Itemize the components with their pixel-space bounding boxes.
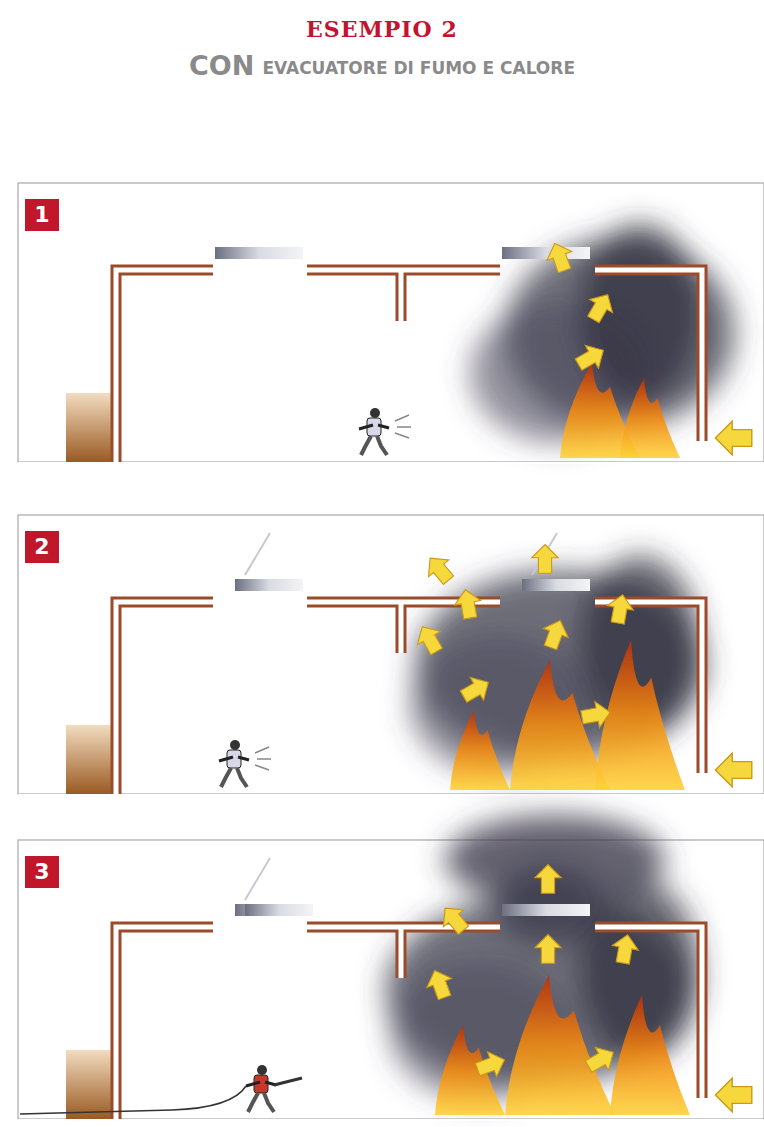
floor-mask <box>18 794 764 796</box>
flow-arrow <box>452 588 483 621</box>
panel-3 <box>18 815 764 1121</box>
wall <box>116 602 702 794</box>
flow-arrow <box>582 1041 620 1078</box>
flame <box>620 378 680 458</box>
flow-arrow <box>473 1047 509 1082</box>
person-arm <box>246 1082 260 1086</box>
flow-arrow <box>411 620 448 658</box>
flame <box>610 995 690 1115</box>
panel-frame <box>18 515 764 794</box>
vent <box>502 247 590 259</box>
vent-flap <box>245 858 270 900</box>
wall-inner <box>116 927 702 1119</box>
flame <box>510 660 610 790</box>
person-head <box>370 408 380 418</box>
motion-lines <box>255 747 271 770</box>
person-leg <box>264 1093 274 1112</box>
flow-arrow <box>715 753 751 787</box>
drawing-part <box>495 865 605 945</box>
panel-frame <box>18 183 764 462</box>
wall <box>116 270 702 462</box>
ground <box>66 1050 114 1119</box>
person-arm <box>238 757 249 760</box>
flow-arrow <box>605 593 636 626</box>
person-leg <box>361 436 371 455</box>
panel-2 <box>18 515 764 796</box>
drawing-part <box>580 223 700 403</box>
callout-number: 2 <box>25 531 59 563</box>
vent <box>522 579 590 591</box>
flow-arrow <box>610 933 641 966</box>
flame <box>450 710 510 790</box>
wall-inner <box>116 270 702 462</box>
person-arm <box>359 425 373 429</box>
person-arm <box>219 757 233 761</box>
flow-arrow <box>538 616 573 652</box>
wall <box>116 927 702 1119</box>
subtitle-word: CON <box>189 50 254 81</box>
ground <box>66 393 114 462</box>
vent <box>502 904 590 916</box>
ground <box>66 725 114 794</box>
flow-arrow <box>532 545 558 574</box>
vent <box>245 904 313 916</box>
subtitle: EVACUATORE DI FUMO E CALORE <box>262 58 575 78</box>
flow-arrow <box>580 699 613 730</box>
hose-nozzle <box>274 1078 302 1085</box>
vent <box>235 579 303 591</box>
flow-arrow <box>435 900 474 939</box>
flame <box>505 975 615 1115</box>
flow-arrow <box>457 671 495 708</box>
wall-inner <box>116 602 702 794</box>
person-leg <box>237 768 247 787</box>
person-leg <box>248 1093 258 1112</box>
hose <box>20 1086 246 1114</box>
callout-number: 1 <box>25 199 59 231</box>
callout-number: 3 <box>25 856 59 888</box>
person-leg <box>377 436 387 455</box>
panel-frame <box>18 840 764 1119</box>
motion-lines <box>395 415 411 438</box>
flow-arrow <box>572 339 610 376</box>
person-leg <box>221 768 231 787</box>
flow-arrow <box>420 550 459 589</box>
flow-arrow <box>535 865 561 894</box>
flow-arrow <box>582 288 619 326</box>
panel-1 <box>18 183 764 464</box>
flow-arrow <box>715 1078 751 1112</box>
person-head <box>230 740 240 750</box>
flow-arrow <box>535 935 561 964</box>
person-arm <box>378 425 389 428</box>
flow-arrow <box>715 421 751 455</box>
vent-flap <box>245 533 270 575</box>
flow-arrow <box>542 239 577 275</box>
vent <box>215 247 303 259</box>
flow-arrow <box>422 966 457 1002</box>
drawing-part <box>445 815 665 905</box>
person-head <box>257 1065 267 1075</box>
floor-mask <box>18 1119 764 1121</box>
floor-mask <box>18 462 764 464</box>
title: ESEMPIO 2 <box>306 16 458 42</box>
